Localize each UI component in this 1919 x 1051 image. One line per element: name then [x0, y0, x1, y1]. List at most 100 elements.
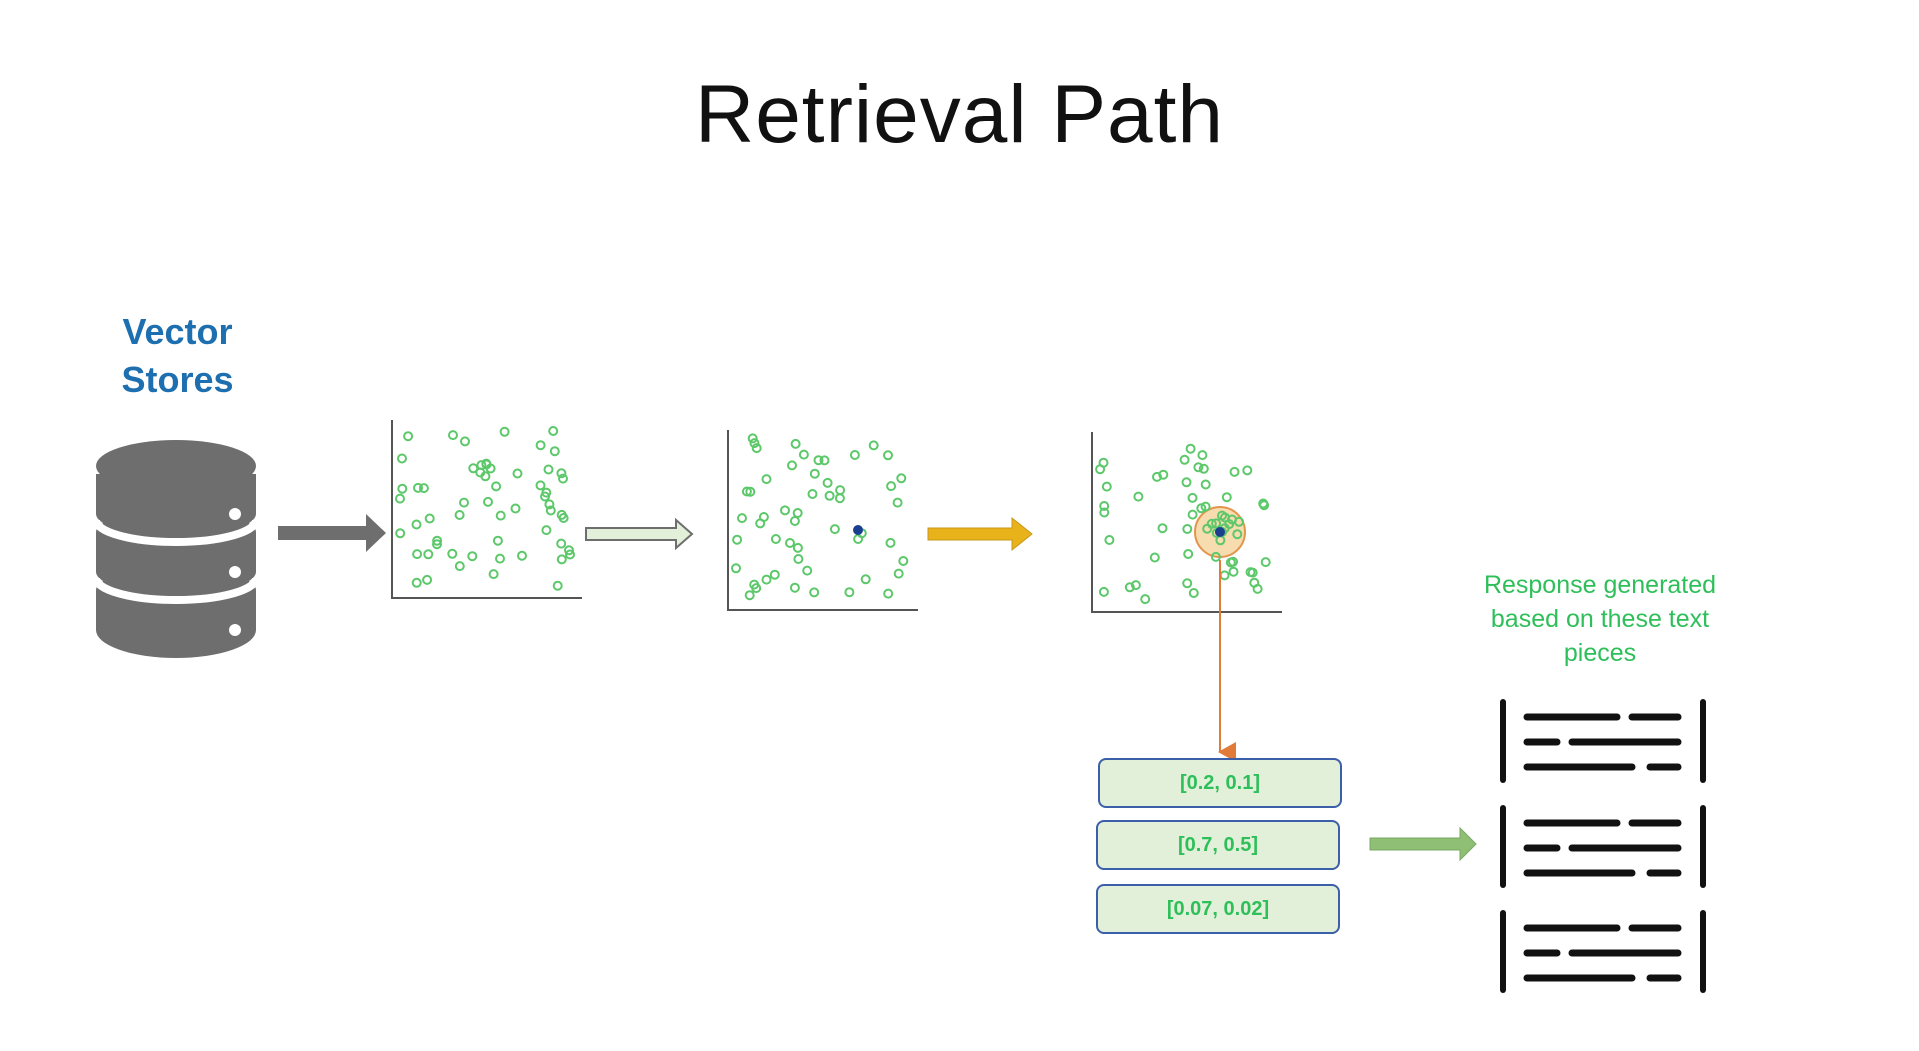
scatter-point: [868, 440, 879, 451]
document-icon-1: [1500, 699, 1706, 783]
scatter-point: [1124, 582, 1135, 593]
scatter-plot-nearest-neighbors: [1091, 432, 1282, 613]
scatter-point: [790, 438, 801, 449]
scatter-point: [1183, 549, 1194, 559]
scatter-point: [403, 431, 414, 442]
neighbor-point: [1224, 519, 1235, 530]
scatter-point: [468, 463, 479, 474]
scatter-point: [761, 474, 772, 485]
scatter-point: [1098, 586, 1109, 597]
vector-box-3: [0.07, 0.02]: [1096, 884, 1340, 934]
scatter-point: [1193, 462, 1204, 473]
scatter-point: [499, 426, 510, 437]
document-icon-3: [1500, 910, 1706, 993]
scatter-point: [747, 433, 758, 444]
scatter-point: [886, 481, 897, 492]
query-point-2: [1215, 527, 1225, 537]
scatter-point: [792, 508, 803, 518]
scatter-point: [819, 455, 830, 466]
scatter-point: [454, 561, 465, 572]
scatter-point: [552, 580, 563, 591]
scatter-point: [460, 436, 470, 447]
scatter-point: [1181, 477, 1192, 488]
document-icon-2: [1500, 805, 1706, 888]
scatter-point: [495, 553, 505, 564]
scatter-point: [1260, 557, 1271, 568]
scatter-point: [885, 537, 896, 548]
scatter-point: [535, 480, 546, 491]
scatter-point: [849, 450, 860, 460]
scatter-point: [480, 471, 491, 482]
database-icon: [92, 440, 260, 658]
scatter-point: [544, 499, 555, 510]
scatter-point: [541, 525, 552, 536]
scatter-point: [395, 493, 405, 504]
scatter-point: [481, 459, 492, 470]
scatter-point: [780, 505, 790, 516]
scatter-point: [540, 491, 550, 502]
scatter-point: [543, 464, 554, 475]
scatter-point: [488, 569, 499, 580]
scatter-point: [448, 430, 458, 441]
scatter-point: [749, 579, 760, 590]
vector-stores-label: Vector Stores: [95, 308, 260, 404]
vector-stores-label-line-1: Vector: [122, 311, 233, 352]
scatter-point: [556, 538, 567, 549]
arrow-plot1-to-plot2: [585, 517, 694, 551]
scatter-plot-all-vectors: [391, 420, 582, 599]
scatter-point: [423, 549, 434, 560]
scatter-point: [432, 535, 443, 546]
scatter-plot-query-embedded: [727, 430, 918, 611]
scatter-point: [744, 590, 755, 601]
scatter-point: [761, 574, 772, 585]
scatter-point: [853, 534, 864, 544]
scatter-point: [556, 554, 567, 565]
scatter-point: [1187, 509, 1198, 520]
scatter-point: [1188, 588, 1199, 598]
scatter-point: [459, 497, 469, 508]
response-caption: Response generated based on these text p…: [1440, 568, 1760, 670]
scatter-point: [798, 449, 809, 460]
scatter-point: [785, 538, 795, 548]
scatter-point: [789, 582, 800, 593]
scatter-point: [424, 513, 435, 524]
scatter-point: [1200, 501, 1211, 512]
scatter-point: [1185, 443, 1196, 454]
scatter-point: [741, 486, 752, 497]
scatter-point: [824, 490, 835, 501]
scatter-point: [898, 556, 909, 566]
scatter-point: [807, 489, 818, 499]
scatter-point: [1101, 481, 1112, 492]
scatter-point: [835, 485, 846, 496]
scatter-point: [413, 482, 423, 493]
scatter-point: [432, 539, 442, 550]
scatter-point: [883, 450, 893, 461]
scatter-point: [1247, 567, 1258, 578]
scatter-point: [1179, 454, 1190, 465]
scatter-point: [809, 587, 820, 598]
scatter-point: [829, 524, 840, 535]
scatter-point: [1228, 566, 1239, 577]
scatter-point: [751, 443, 762, 454]
scatter-point: [883, 588, 894, 599]
vector-box-2: [0.7, 0.5]: [1096, 820, 1340, 870]
vector-box-1: [0.2, 0.1]: [1098, 758, 1342, 808]
scatter-point: [454, 510, 465, 520]
scatter-point: [564, 545, 574, 556]
scatter-point: [844, 587, 855, 598]
response-caption-line-2: based on these text: [1490, 605, 1710, 633]
scatter-point: [770, 534, 781, 544]
scatter-point: [737, 513, 747, 524]
scatter-point: [397, 453, 407, 464]
scatter-point: [1140, 594, 1151, 605]
scatter-point: [1130, 580, 1141, 591]
scatter-point: [787, 460, 797, 471]
scatter-point: [892, 497, 903, 508]
scatter-point: [1219, 570, 1230, 581]
scatter-point: [1158, 469, 1169, 480]
scatter-point: [558, 473, 568, 484]
scatter-point: [1099, 501, 1110, 511]
neighbor-point: [1211, 518, 1222, 529]
